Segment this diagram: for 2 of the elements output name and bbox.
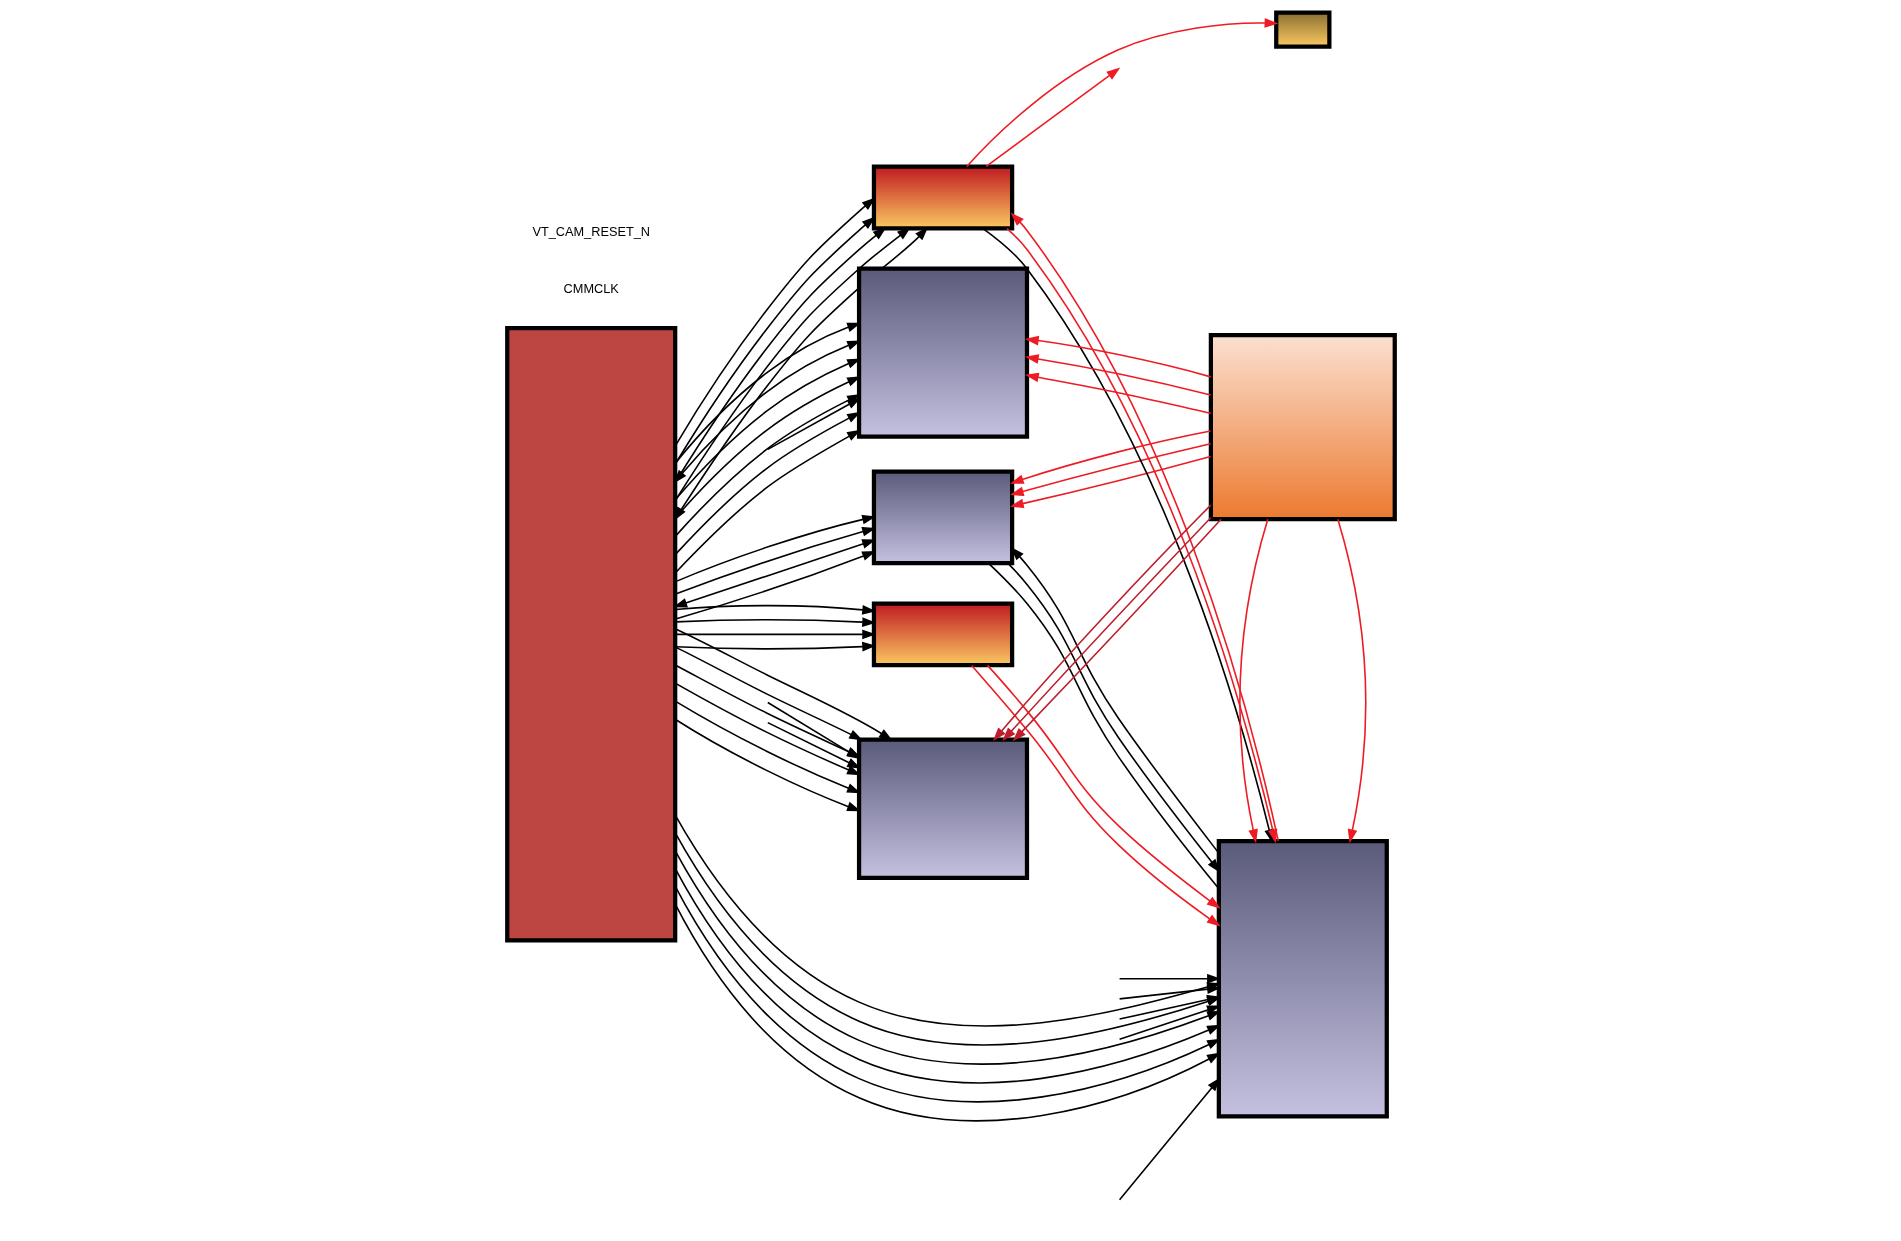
- label: VT_CAM_RESET_N: [531, 223, 650, 239]
- label: CMMCLK: [563, 281, 619, 297]
